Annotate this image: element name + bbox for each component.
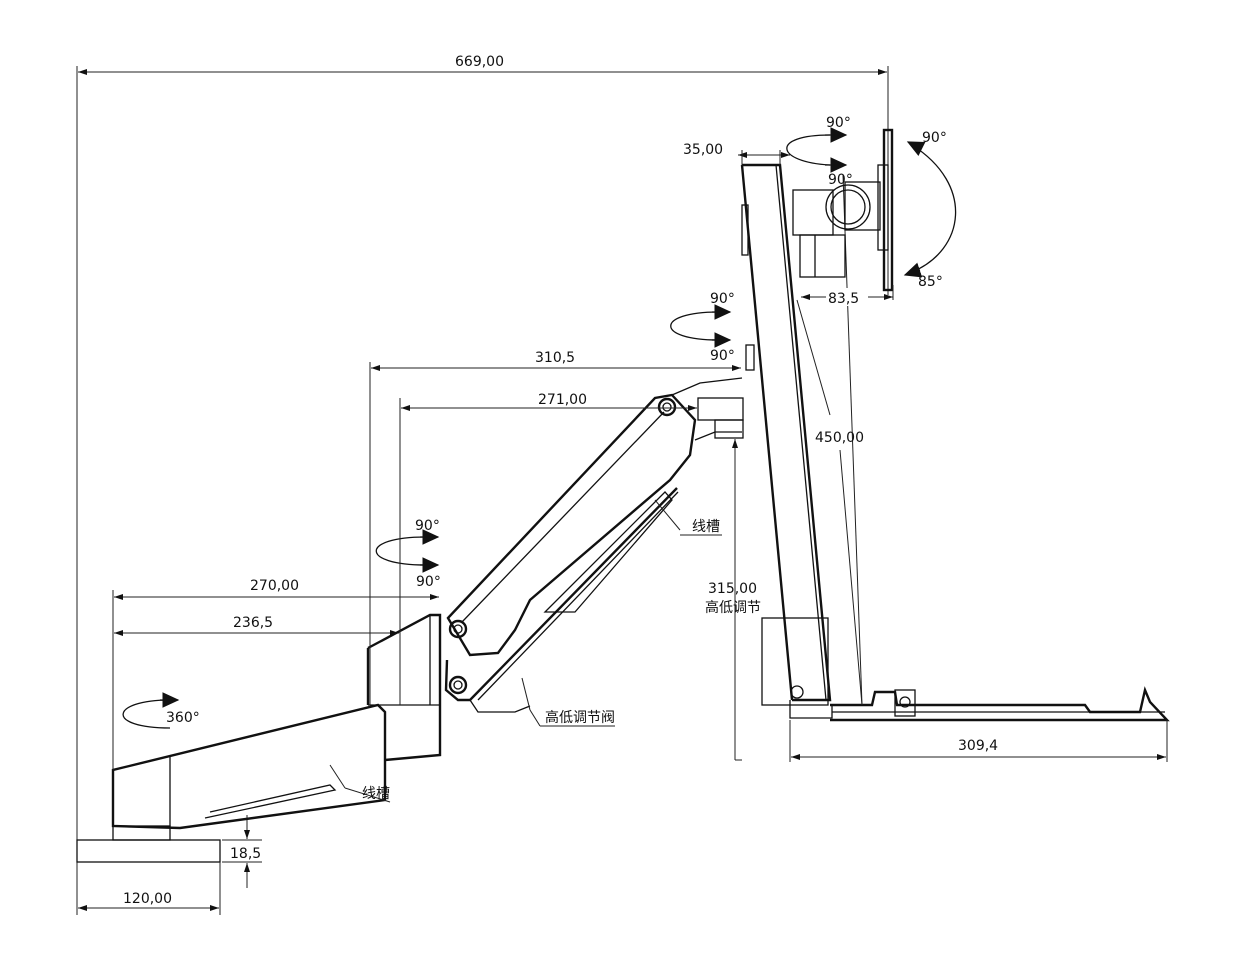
elbow-rotation-top-label: 90° xyxy=(415,518,440,534)
panel-thickness-label: 35,00 xyxy=(683,142,723,158)
lower-arm-inner-label: 236,5 xyxy=(233,615,273,631)
elbow-rotation-bottom-label: 90° xyxy=(416,574,441,590)
base-thickness-label: 18,5 xyxy=(230,846,261,862)
base-depth-label: 120,00 xyxy=(123,891,172,907)
mounting-panel xyxy=(740,163,833,719)
overall-width-label: 669,00 xyxy=(455,54,504,70)
vesa-offset-label: 83,5 xyxy=(828,291,859,307)
tilt-indicator: 90° 85° xyxy=(903,130,957,290)
base-rotation-label: 360° xyxy=(166,710,200,726)
upper-arm-inner-label: 271,00 xyxy=(538,392,587,408)
tilt-up-label: 90° xyxy=(922,130,947,146)
tray-width-label: 309,4 xyxy=(958,738,998,754)
elbow-rotation-indicator: 90° 90° xyxy=(375,518,441,590)
height-adjust-value-label: 315,00 xyxy=(708,581,757,597)
vesa-rotation-bottom-label: 90° xyxy=(828,172,853,188)
vesa-rotation-top-label: 90° xyxy=(826,115,851,131)
tilt-down-label: 85° xyxy=(918,274,943,290)
overall-width-dimension: 669,00 xyxy=(76,54,889,915)
panel-height-dimension: 450,00 xyxy=(796,174,864,706)
lower-arm: 线槽 xyxy=(111,613,442,830)
height-valve-label: 高低调节阀 xyxy=(545,709,615,726)
keyboard-tray: 309,4 xyxy=(789,686,1170,762)
upper-arm-dimensions: 310,5 271,00 315,00 高低调节 xyxy=(371,350,761,761)
height-adjust-label: 高低调节 xyxy=(705,599,761,616)
head-rotation-top-label: 90° xyxy=(710,291,735,307)
head-rotation-indicator: 90° 90° xyxy=(670,291,735,364)
desk-base: 120,00 18,5 xyxy=(76,815,262,915)
head-rotation-bottom-label: 90° xyxy=(710,348,735,364)
lower-cable-channel-label: 线槽 xyxy=(362,786,390,802)
vesa-head: 35,00 83,5 xyxy=(683,128,894,307)
lower-arm-length-label: 270,00 xyxy=(250,578,299,594)
upper-arm-outer-label: 310,5 xyxy=(535,350,575,366)
upper-arm: 高低调节阀 线槽 xyxy=(369,362,744,727)
base-rotation-indicator: 360° xyxy=(122,692,200,729)
panel-height-label: 450,00 xyxy=(815,430,864,446)
upper-cable-channel-label: 线槽 xyxy=(692,519,720,535)
lower-arm-dimensions: 270,00 236,5 xyxy=(112,578,439,770)
vesa-swivel-indicator: 90° 90° xyxy=(786,115,853,188)
